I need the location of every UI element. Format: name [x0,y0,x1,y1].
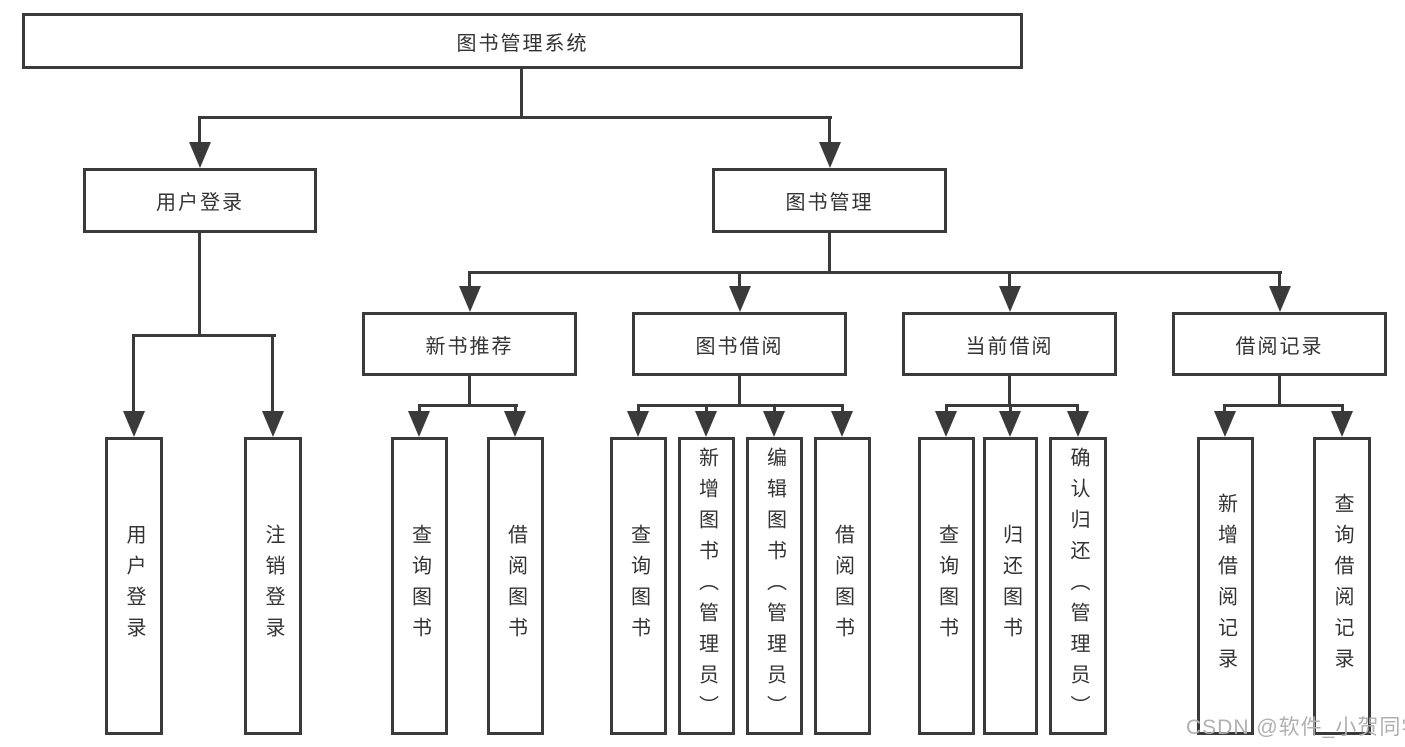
connector-line [132,334,276,337]
connector-line [198,116,832,119]
arrowhead-icon [123,411,145,437]
node-label: 用户登录 [156,192,244,214]
connector-line [1008,376,1011,407]
connector-line [945,404,1079,407]
arrowhead-icon [1269,286,1291,312]
leaf-user-login: 用户登录 [105,437,163,735]
connector-line [738,376,741,407]
connector-line [1008,271,1011,289]
arrowhead-icon [763,411,785,437]
connector-line [828,233,831,274]
arrowhead-icon [504,411,526,437]
node-label: 图书管理系统 [456,32,589,55]
arrowhead-icon [729,286,751,312]
connector-line [132,334,135,414]
connector-line [1278,271,1281,289]
arrowhead-icon [1067,411,1089,437]
connector-line [198,116,201,146]
node-label: 借阅图书 [831,524,854,648]
connector-line [468,271,471,289]
arrowhead-icon [1214,411,1236,437]
node-book-borrowing: 图书借阅 [632,312,847,376]
arrowhead-icon [999,411,1021,437]
arrowhead-icon [999,286,1021,312]
connector-line [198,233,201,336]
connector-line [637,404,844,407]
node-library-management-system: 图书管理系统 [22,13,1023,69]
node-label: 当前借阅 [965,335,1054,358]
leaf-add-borrow-record: 新增借阅记录 [1197,437,1254,735]
node-label: 新增借阅记录 [1214,493,1237,679]
node-label: 查询图书 [935,524,958,648]
node-current-borrowing: 当前借阅 [902,312,1117,376]
arrowhead-icon [831,411,853,437]
leaf-borrow-books-borrowing: 借阅图书 [814,437,871,735]
connector-line [468,376,471,407]
arrowhead-icon [262,411,284,437]
connector-line [520,69,523,118]
arrowhead-icon [1331,411,1353,437]
node-label: 借阅记录 [1235,335,1324,358]
node-user-login: 用户登录 [83,168,317,233]
node-label: 用户登录 [123,524,145,648]
node-label: 查询图书 [408,524,431,648]
node-label: 编辑图书（管理员） [763,446,786,726]
node-borrowing-records: 借阅记录 [1172,312,1387,376]
leaf-query-borrow-record: 查询借阅记录 [1313,437,1371,735]
leaf-return-books: 归还图书 [983,437,1038,735]
node-label: 确认归还（管理员） [1067,446,1089,726]
node-new-book-recommendation: 新书推荐 [362,312,577,376]
leaf-query-books-borrowing: 查询图书 [610,437,667,735]
connector-line [828,116,831,146]
leaf-query-books-recommend: 查询图书 [391,437,448,735]
connector-line [738,271,741,289]
node-label: 新书推荐 [425,335,514,358]
connector-line [1223,404,1344,407]
node-label: 图书管理 [785,192,874,214]
node-book-management: 图书管理 [712,168,947,233]
leaf-query-books-current: 查询图书 [918,437,975,735]
leaf-borrow-books-recommend: 借阅图书 [487,437,544,735]
arrowhead-icon [819,142,841,168]
arrowhead-icon [189,142,211,168]
leaf-edit-books-admin: 编辑图书（管理员） [746,437,803,735]
connector-line [271,334,274,414]
watermark-text: CSDN @软件_小贺同学 [1186,716,1405,739]
node-label: 借阅图书 [504,524,527,648]
leaf-add-books-admin: 新增图书（管理员） [678,437,735,735]
arrowhead-icon [627,411,649,437]
leaf-confirm-return-admin: 确认归还（管理员） [1049,437,1107,735]
node-label: 注销登录 [262,524,284,648]
arrowhead-icon [408,411,430,437]
arrowhead-icon [935,411,957,437]
connector-line [468,271,1282,274]
connector-line [1278,376,1281,407]
node-label: 查询图书 [627,524,650,648]
arrowhead-icon [695,411,717,437]
node-label: 归还图书 [999,524,1022,648]
node-label: 查询借阅记录 [1331,493,1353,679]
arrowhead-icon [459,286,481,312]
node-label: 图书借阅 [695,335,784,358]
connector-line [418,404,518,407]
node-label: 新增图书（管理员） [695,446,718,726]
leaf-logout-login: 注销登录 [244,437,302,735]
